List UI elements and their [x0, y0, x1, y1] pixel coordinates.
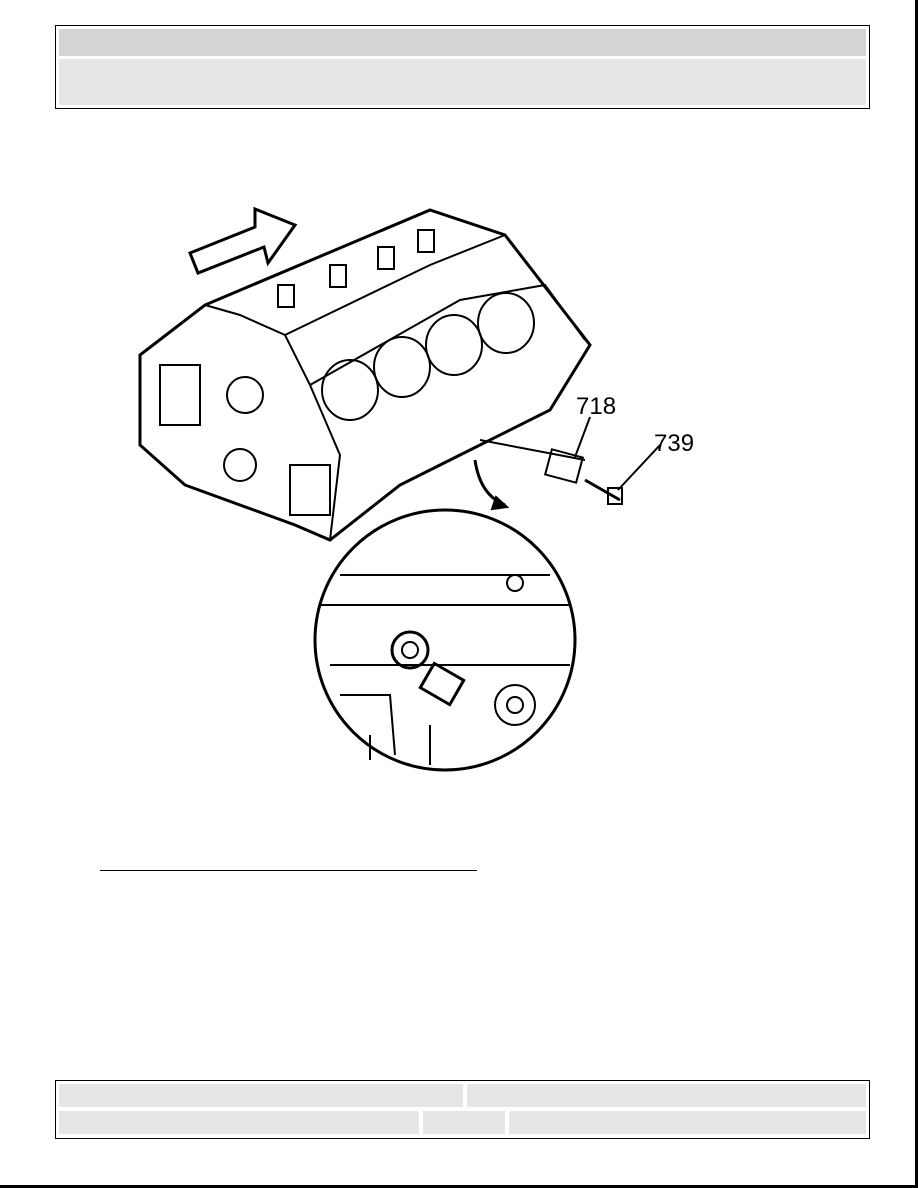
engine-block-figure: 718 739	[130, 195, 710, 775]
footer-cell-2	[467, 1084, 866, 1107]
page-header	[55, 25, 870, 109]
page-footer	[55, 1080, 870, 1139]
footer-cell-1	[59, 1084, 463, 1107]
footer-cell-4	[423, 1111, 505, 1134]
detail-view-circle-icon	[313, 508, 577, 772]
header-subtitle-bar	[59, 59, 866, 105]
footer-cell-5	[509, 1111, 866, 1134]
engine-block-illustration-icon	[138, 206, 661, 772]
direction-arrow-icon	[188, 206, 298, 275]
callout-718: 718	[576, 393, 617, 420]
divider-line	[100, 870, 477, 871]
footer-cell-3	[59, 1111, 419, 1134]
header-title-bar	[59, 29, 866, 56]
callout-739: 739	[654, 430, 695, 457]
